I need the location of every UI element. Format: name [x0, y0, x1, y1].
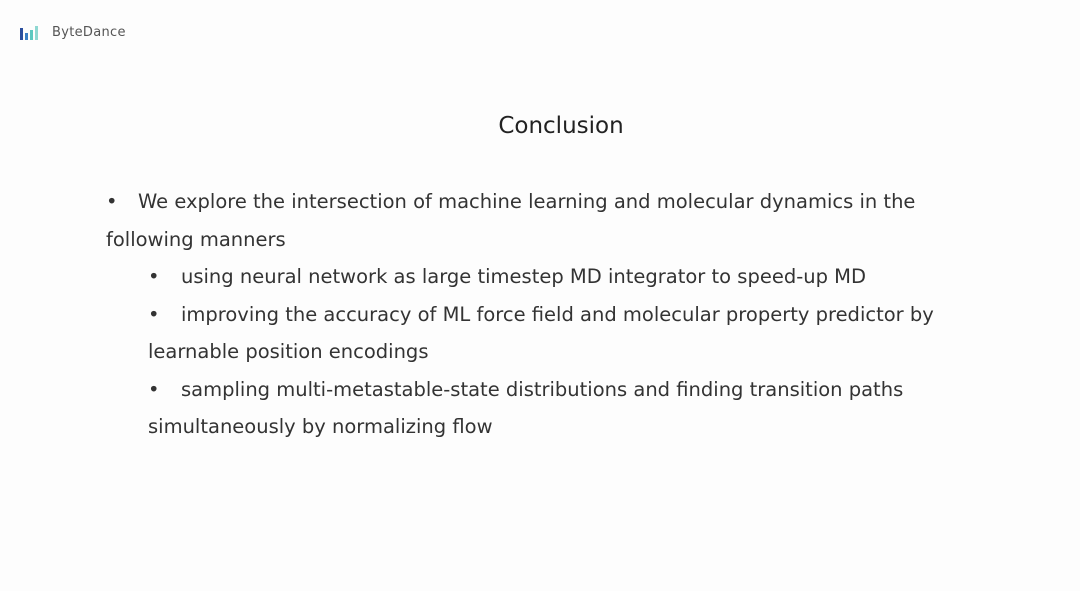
bytedance-logo: ByteDance [20, 25, 126, 40]
bullet-icon: • [148, 377, 160, 401]
logo-text: ByteDance [52, 25, 126, 40]
sub-bullet-item: •sampling multi-metastable-state distrib… [106, 371, 946, 446]
sub-bullet-item: •using neural network as large timestep … [106, 258, 946, 296]
bullet-icon: • [148, 302, 160, 326]
slide-body: •We explore the intersection of machine … [106, 183, 946, 446]
bullet-icon: • [106, 190, 118, 213]
bullet-icon: • [148, 265, 160, 288]
bullet-item: •We explore the intersection of machine … [106, 183, 946, 258]
logo-bars-icon [20, 25, 38, 40]
sub-bullet-item: •improving the accuracy of ML force fiel… [106, 296, 946, 371]
slide-title: Conclusion [498, 113, 624, 139]
